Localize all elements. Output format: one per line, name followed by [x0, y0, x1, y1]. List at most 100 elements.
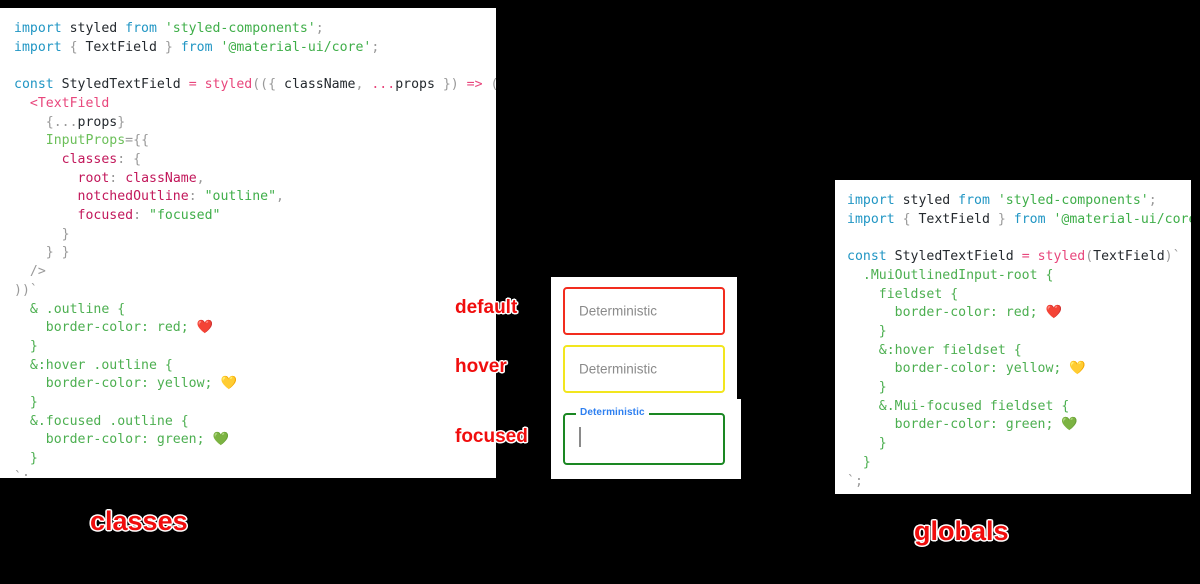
- code-token: [173, 40, 181, 55]
- code-token: className: [125, 170, 197, 186]
- code-line: `;: [847, 473, 1183, 492]
- code-token: [14, 133, 46, 148]
- code-token: border-color: yellow;: [14, 376, 221, 392]
- code-token: &:hover fieldset {: [847, 342, 1022, 358]
- code-token: } }: [14, 245, 70, 261]
- code-token: :: [133, 208, 149, 224]
- code-line: } }: [14, 244, 486, 263]
- code-token: }: [997, 211, 1006, 227]
- code-token: &:hover .outline {: [14, 357, 173, 373]
- annotation-default: default: [455, 297, 518, 318]
- code-line: import { TextField } from '@material-ui/…: [847, 211, 1191, 230]
- code-token: from: [958, 193, 998, 208]
- code-token: &.Mui-focused fieldset {: [847, 398, 1070, 414]
- code-token: {{: [133, 133, 150, 149]
- code-token: [14, 152, 62, 167]
- code-token: ,: [276, 189, 284, 205]
- annotation-classes-title: classes: [90, 506, 188, 536]
- code-token: (: [1085, 249, 1094, 265]
- code-token: {: [902, 211, 911, 227]
- code-token: border-color: red;: [847, 305, 1046, 321]
- code-token: ,: [355, 77, 372, 93]
- code-line: border-color: yellow; 💛: [14, 375, 486, 394]
- code-token: ...: [53, 114, 78, 130]
- code-panel-classes: import styled from 'styled-components';i…: [0, 8, 496, 478]
- code-line: />: [14, 263, 486, 282]
- code-token: {: [14, 114, 54, 130]
- code-token: StyledTextField: [894, 249, 1022, 265]
- code-token: '@material-ui/core': [1053, 211, 1191, 227]
- code-token: import: [14, 21, 70, 36]
- code-token: =: [188, 77, 205, 93]
- code-token: props: [77, 114, 118, 130]
- code-line: import styled from 'styled-components';: [14, 20, 486, 39]
- code-token: [14, 208, 78, 223]
- code-token: styled: [204, 77, 253, 93]
- code-token: 💚: [1061, 417, 1078, 433]
- code-token: (: [490, 77, 496, 92]
- textfield-hover[interactable]: Deterministic: [563, 345, 725, 393]
- textfield-default[interactable]: Deterministic: [563, 287, 725, 335]
- code-token: import: [14, 39, 70, 55]
- textfield-hover-text: Deterministic: [579, 361, 658, 377]
- code-token: className: [284, 77, 356, 93]
- code-token: border-color: red;: [14, 320, 197, 336]
- code-token: from: [180, 39, 221, 55]
- code-token: <: [14, 95, 38, 111]
- code-token: "focused": [149, 208, 221, 224]
- code-line: classes: {: [14, 151, 486, 170]
- code-line: .MuiOutlinedInput-root {: [847, 267, 1183, 286]
- code-token: ❤️: [196, 320, 214, 336]
- code-token: fieldset {: [847, 286, 959, 302]
- code-token: }: [847, 454, 871, 470]
- code-token: border-color: yellow;: [847, 361, 1070, 377]
- code-token: InputProps: [45, 133, 126, 149]
- code-token: }: [14, 338, 38, 354]
- code-token: [14, 171, 78, 186]
- code-line: }: [847, 435, 1183, 454]
- code-token: StyledTextField: [61, 77, 189, 93]
- code-token: import: [847, 193, 903, 208]
- code-line: &.focused .outline {: [14, 413, 486, 432]
- code-token: }: [164, 39, 173, 55]
- code-line: border-color: green; 💚: [14, 431, 486, 450]
- code-token: '@material-ui/core': [220, 39, 372, 55]
- code-line: import { TextField } from '@material-ui/…: [14, 39, 486, 58]
- code-line: }: [14, 394, 486, 413]
- code-token: }: [847, 380, 887, 396]
- code-token: styled: [902, 193, 959, 208]
- code-token: `;: [14, 469, 30, 478]
- demo-panel-focused: Deterministic: [551, 399, 741, 479]
- code-token: `;: [847, 473, 863, 489]
- code-token: ;: [315, 21, 324, 36]
- code-line: `;: [14, 469, 486, 478]
- code-line: border-color: green; 💚: [847, 416, 1183, 435]
- code-token: TextField: [910, 211, 998, 227]
- code-line: }: [14, 226, 486, 245]
- code-token: }: [117, 114, 126, 130]
- code-block-globals: import styled from 'styled-components';i…: [847, 192, 1191, 492]
- code-token: ;: [371, 39, 380, 55]
- code-token: notchedOutline: [77, 189, 189, 205]
- code-token: =>: [466, 77, 491, 93]
- code-token: ;: [1148, 193, 1157, 208]
- annotation-hover: hover: [455, 356, 507, 377]
- textfield-focused[interactable]: Deterministic: [563, 407, 725, 465]
- text-caret-icon: [579, 427, 581, 447]
- code-token: }: [14, 226, 70, 242]
- code-line: import styled from 'styled-components';: [847, 192, 1183, 211]
- code-token: 💛: [220, 376, 237, 392]
- code-token: from: [1013, 211, 1054, 227]
- code-token: }): [442, 77, 467, 93]
- annotation-globals-title: globals: [914, 516, 1009, 546]
- code-token: )`: [1164, 249, 1181, 265]
- code-token: focused: [77, 208, 134, 224]
- code-token: 'styled-components': [997, 193, 1149, 208]
- code-token: &.focused .outline {: [14, 413, 189, 429]
- code-token: classes: [61, 151, 118, 167]
- code-line: const StyledTextField = styled(({ classN…: [14, 76, 496, 95]
- code-line: border-color: red; ❤️: [14, 319, 486, 338]
- code-line: }: [847, 454, 1183, 473]
- code-token: />: [14, 264, 46, 280]
- code-line: }: [14, 450, 486, 469]
